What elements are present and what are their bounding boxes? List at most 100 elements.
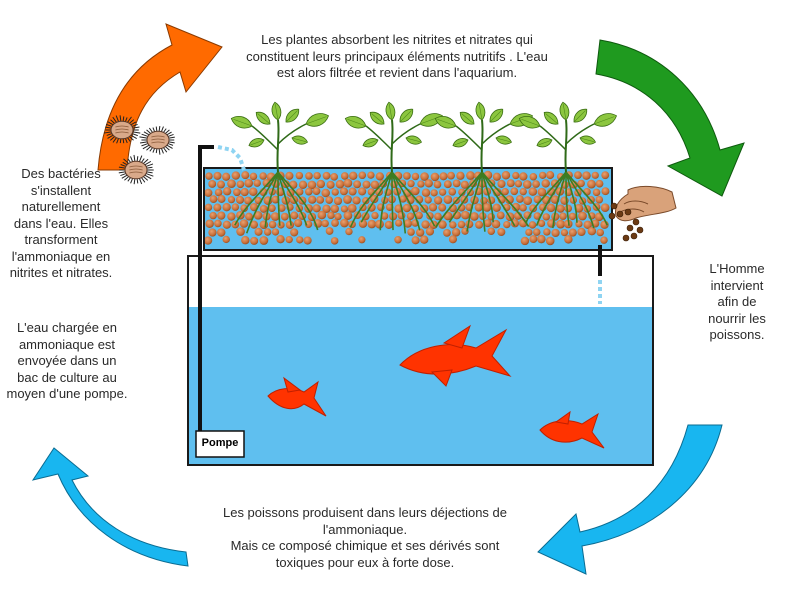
gravel-pebble [308,195,317,204]
gravel-pebble [343,195,352,204]
gravel-pebble [303,236,312,245]
gravel-pebble [325,196,333,204]
leaf [495,135,512,145]
caption-human-feeding: L'Homme intervient afin de nourrir les p… [694,261,780,344]
plant-root [391,171,407,234]
plant-root [448,171,483,223]
leaf [285,108,300,123]
gravel-pebble [528,187,538,196]
plant-root [435,171,483,228]
gravel-pebble [564,235,573,244]
plant-root [264,171,279,228]
plant-root [565,171,595,229]
caption-line: poissons. [709,327,765,342]
plant-root [245,171,279,234]
food-pellet [624,208,632,216]
gravel-pebble [208,180,217,188]
gravel-pebble [519,187,527,196]
leaf [230,116,253,129]
gravel-pebble [325,227,334,235]
gravel-pebble [519,172,528,181]
food-pellet [608,212,616,220]
gravel-pebble [326,180,335,189]
plant-root [481,171,486,232]
gravel-pebble [362,180,371,189]
gravel-pebble [397,211,406,220]
leaf [559,101,570,121]
leaf [518,116,541,129]
gravel-pebble [268,204,276,212]
gravel-pebble [316,179,325,189]
gravel-pebble [289,180,298,189]
gravel-pebble [236,227,245,236]
fish-icon [539,410,605,449]
gravel-pebble [505,195,514,204]
gravel-pebble [458,188,466,196]
gravel-pebble [235,195,245,204]
food-pellet [636,226,644,234]
gravel-pebble [541,179,550,188]
caption-line: nourrir les [708,310,766,326]
gravel-pebble [334,212,342,221]
caption-line: envoyée dans un [17,353,117,368]
leaf [489,108,504,123]
gravel-pebble [420,172,429,181]
plant-root [391,171,436,227]
gravel-pebble [433,180,442,189]
gravel-pebble [227,196,236,204]
gravel-pebble [424,179,433,188]
gravel-pebble [516,195,524,203]
gravel-pebble [556,219,565,229]
gravel-pebble [316,195,325,204]
caption-line: toxiques pour eux à forte dose. [275,554,455,570]
gravel-pebble [343,211,353,220]
gravel-pebble [542,213,550,221]
bacterium [103,115,141,144]
leaf [579,135,596,145]
gravel-pebble [460,180,469,189]
gravel-pebble [312,204,321,213]
gravel-pebble [330,204,339,213]
gravel-pebble [335,180,345,189]
gravel-pebble [296,188,304,196]
gravel-pebble [259,236,269,245]
gravel-pebble [595,195,604,204]
gravel-pebble [313,171,321,180]
gravel-pebble [330,173,338,181]
gravel-pebble [411,186,420,196]
gravel-pebble [216,228,226,237]
plant-root [525,171,567,223]
gravel-pebble [512,171,520,180]
gravel-pebble [253,211,263,220]
gravel-pebble [331,188,339,196]
caption-line: Les plantes absorbent les nitrites et ni… [261,32,533,47]
gravel-pebble [205,219,214,228]
gravel-pebble [568,212,577,221]
gravel-pebble [601,187,610,196]
gravel-pebble [280,212,289,221]
gravel-pebble [321,219,329,228]
leaf [419,113,444,127]
gravel-pebble [525,228,533,236]
caption-line: Les poissons produisent dans leurs déjec… [222,505,507,520]
gravel-pebble [347,203,357,213]
gravel-pebble [217,211,226,220]
gravel-pebble [466,171,475,180]
gravel-pebble [298,180,308,189]
gravel-pebble [295,171,304,180]
plant-root [277,171,319,231]
gravel-pebble [249,203,259,212]
caption-plants: Les plantes absorbent les nitrites et ni… [232,32,562,82]
gravel-pebble [568,228,577,237]
gravel-pebble [277,221,285,229]
gravel-pebble [384,220,393,229]
gravel-pebble [433,196,443,205]
caption-line: constituent leurs principaux éléments nu… [246,48,548,64]
leaf [291,135,308,145]
gravel-pebble [420,235,429,244]
caption-line: Mais ce composé chimique et ses dérivés … [230,538,500,553]
pump-pipe [198,145,246,432]
gravel-pebble [395,219,403,227]
leaf [536,138,553,148]
